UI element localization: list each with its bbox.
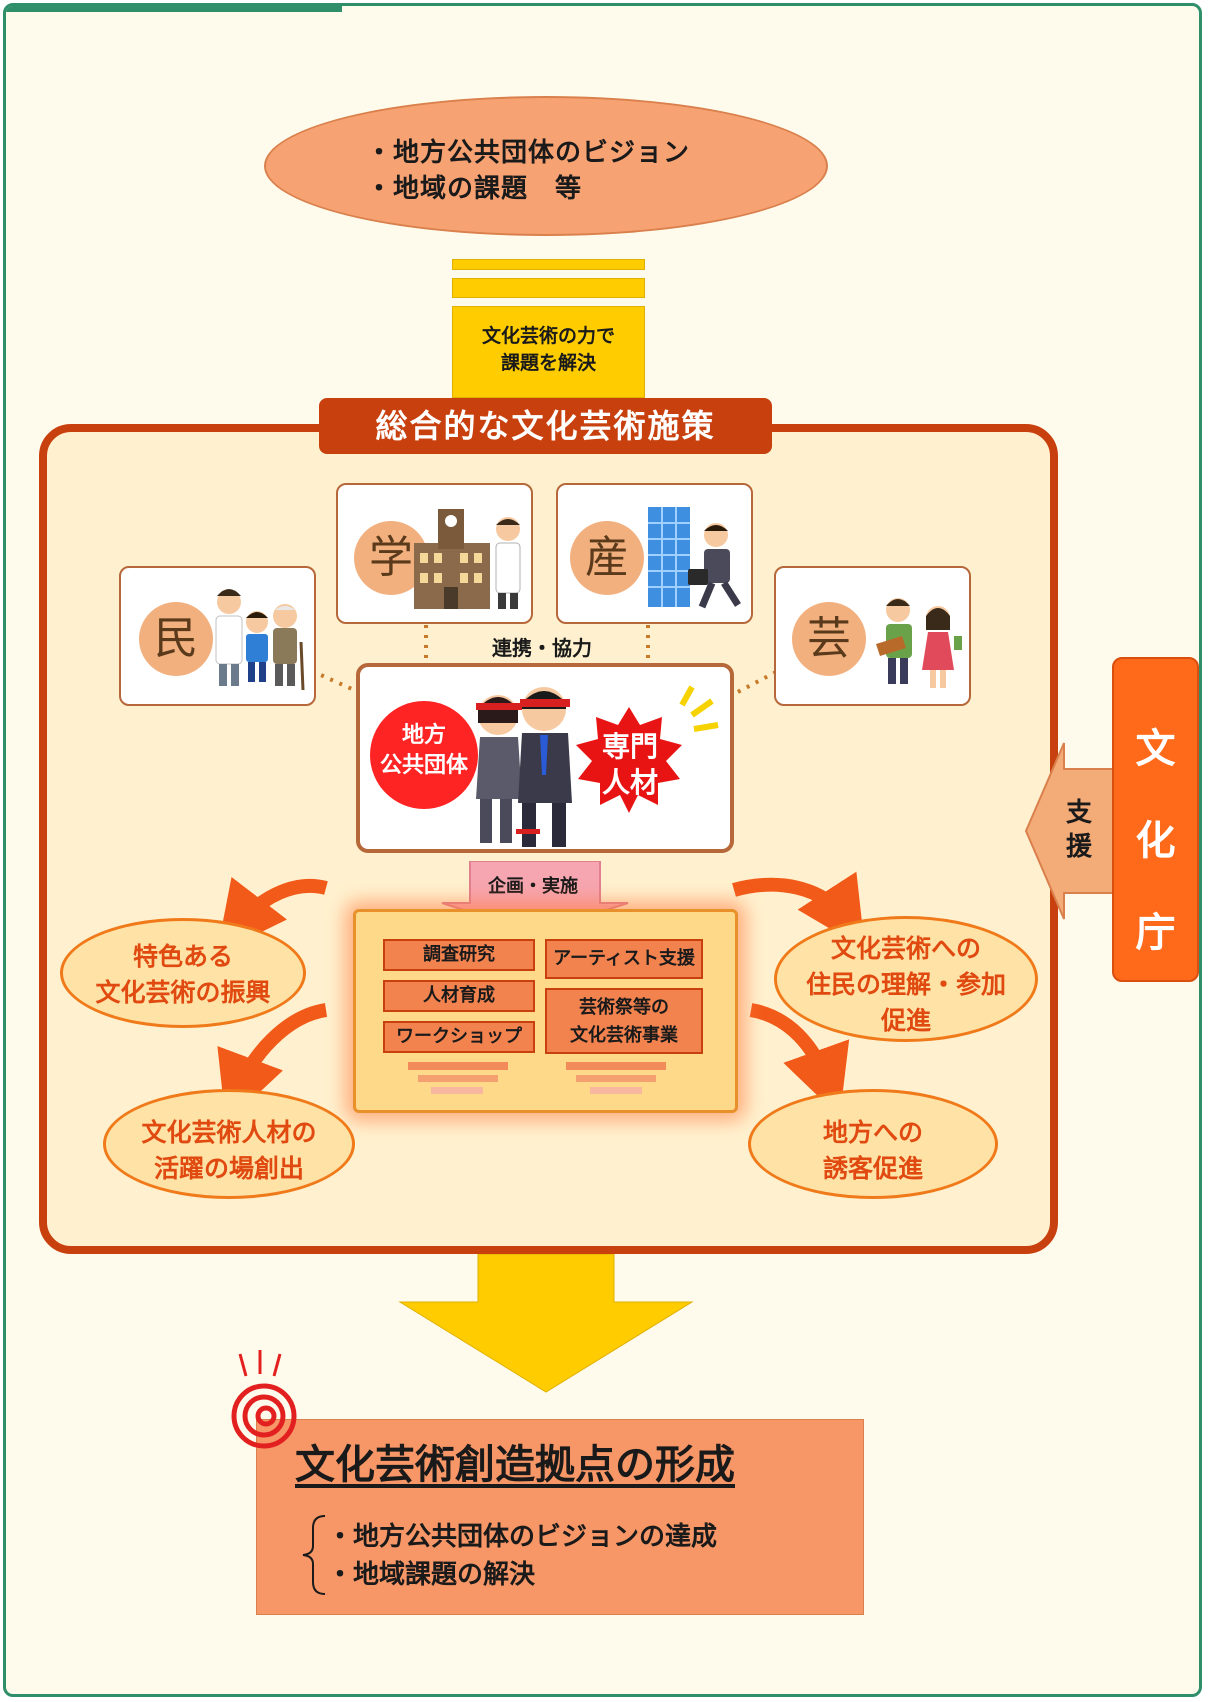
agency-char-3: 庁 [1135, 910, 1176, 956]
support-label: 支 援 [1066, 796, 1092, 864]
business-illustration [648, 507, 741, 609]
chip-research: 調査研究 [383, 939, 535, 971]
outcome-top-left-line-1: 特色ある [132, 942, 233, 971]
outcome-bottom-left: 文化芸術人材の 活躍の場創出 [103, 1089, 355, 1199]
emphasis-spiral-icon [231, 1350, 297, 1449]
arrow-to-top-right [732, 871, 866, 950]
outcome-bottom-right: 地方への 誘客促進 [748, 1089, 998, 1199]
local-gov-circle [370, 701, 478, 809]
arrow-bar-1 [452, 259, 645, 270]
kanji-san: 産 [570, 521, 644, 595]
diagram-frame: ・地方公共団体のビジョン ・地域の課題 等 文化芸術の力で 課題を解決 総合的な… [3, 3, 1202, 1697]
support-char-2: 援 [1066, 832, 1093, 862]
kanji-gei: 芸 [792, 602, 866, 676]
kanji-min: 民 [139, 602, 213, 676]
citizens-illustration [215, 589, 305, 691]
activities-panel: 調査研究 人材育成 ワークショップ アーティスト支援 芸術祭等の 文化芸術事業 [353, 909, 738, 1113]
stack-line [576, 1075, 656, 1082]
sparkle-lines [679, 685, 719, 732]
agency-char-1: 文 [1135, 726, 1176, 772]
festival-line-1: 芸術祭等の [579, 997, 669, 1018]
outcome-bottom-right-line-2: 誘客促進 [822, 1154, 923, 1183]
agency-box: 文 化 庁 [1112, 657, 1199, 982]
result-line-2: ・地域課題の解決 [327, 1560, 536, 1590]
card-san: 産 [556, 483, 753, 624]
support-char-1: 支 [1066, 798, 1093, 828]
result-title: 文化芸術創造拠点の形成 [295, 1442, 735, 1488]
arrow-text-1: 文化芸術の力で [481, 325, 615, 347]
chip-training: 人材育成 [383, 980, 535, 1012]
chip-festival: 芸術祭等の 文化芸術事業 [545, 988, 703, 1054]
frame-tab [6, 6, 342, 12]
festival-line-2: 文化芸術事業 [570, 1025, 678, 1046]
outcome-top-right-line-1: 文化芸術への [830, 934, 981, 963]
outcome-top-left-line-2: 文化芸術の振興 [95, 978, 271, 1007]
outcome-top-right: 文化芸術への 住民の理解・参加 促進 [774, 916, 1038, 1042]
chip-workshop: ワークショップ [383, 1021, 535, 1053]
support-arrow [1024, 742, 1114, 920]
down-arrow [398, 1254, 694, 1393]
artists-illustration [876, 598, 962, 688]
card-gei: 芸 [774, 566, 971, 706]
cooperation-label: 連携・協力 [492, 636, 592, 660]
chip-artist-support: アーティスト支援 [545, 939, 703, 979]
outcome-bottom-left-line-2: 活躍の場創出 [153, 1154, 304, 1183]
arrow-bar-2 [452, 278, 645, 298]
arrow-text-2: 課題を解決 [500, 352, 596, 374]
local-gov-line-2: 公共団体 [380, 753, 469, 778]
result-line-1: ・地方公共団体のビジョンの達成 [327, 1522, 718, 1552]
arrow-to-bottom-right [749, 1003, 850, 1117]
arrow-to-top-left [216, 876, 328, 954]
stack-line [408, 1062, 508, 1070]
local-gov-line-1: 地方 [402, 723, 447, 748]
outcome-top-left: 特色ある 文化芸術の振興 [60, 918, 306, 1028]
result-box: 文化芸術創造拠点の形成 ・地方公共団体のビジョンの達成 ・地域課題の解決 [256, 1419, 864, 1615]
card-gaku: 学 [336, 483, 533, 624]
expert-line-1: 専門 [602, 730, 659, 763]
outcome-bottom-left-line-1: 文化芸術人材の [141, 1118, 317, 1147]
arrow-to-bottom-left [217, 1003, 328, 1124]
main-box-title: 総合的な文化芸術施策 [319, 398, 772, 454]
agency-char-2: 化 [1135, 818, 1176, 864]
arrow-shaft: 文化芸術の力で 課題を解決 [452, 306, 645, 398]
outcome-top-right-line-3: 促進 [880, 1006, 931, 1035]
vision-ellipse: ・地方公共団体のビジョン ・地域の課題 等 [264, 96, 828, 236]
outcome-top-right-line-2: 住民の理解・参加 [805, 970, 1006, 999]
vision-line-2: ・地域の課題 等 [366, 174, 583, 204]
expert-line-2: 人材 [602, 766, 659, 799]
university-illustration [414, 509, 521, 609]
stack-line [431, 1087, 483, 1094]
officials-illustration [476, 687, 572, 847]
expert-burst [576, 707, 682, 813]
stack-line [418, 1075, 498, 1082]
stack-line [566, 1062, 666, 1070]
outcome-bottom-right-line-1: 地方への [822, 1118, 923, 1147]
vision-line-1: ・地方公共団体のビジョン [366, 138, 691, 168]
stack-line [590, 1087, 642, 1094]
center-card: 地方 公共団体 専門 人材 [356, 663, 734, 853]
plan-label: 企画・実施 [488, 876, 578, 897]
card-min: 民 [119, 566, 316, 706]
brace-icon [302, 1515, 326, 1595]
outcome-arrows [216, 871, 866, 1124]
